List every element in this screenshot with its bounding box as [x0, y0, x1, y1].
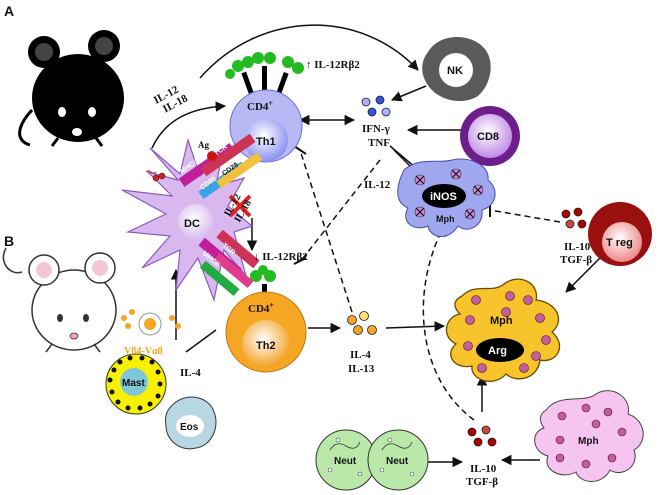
white-mouse-icon — [2, 247, 117, 353]
cd4-th1-label: CD4+ — [247, 99, 273, 114]
il10-tgfb-right-cytokines — [561, 207, 587, 229]
eos-label: Eos — [180, 422, 199, 433]
neut-label-2: Neut — [386, 456, 409, 467]
ag-label: Ag — [198, 140, 209, 150]
synapse-top: MHCII TCR CD80 CD28 Ag — [178, 133, 263, 200]
ifn-line: IFN-γ — [362, 123, 390, 135]
il12rb2-up-label: ↑ IL-12Rβ2 — [306, 59, 360, 71]
m1-macrophage: iNOS Mph — [397, 158, 496, 237]
panel-label-a: A — [4, 3, 14, 19]
il4-line: IL-4 — [350, 349, 371, 361]
th2-cell: CD4+ Th2 — [225, 265, 307, 373]
nk-label: NK — [447, 65, 463, 77]
il12rb2-down-label: ↓ IL-12Rβ2 — [254, 251, 308, 263]
vb4-va8-cells — [121, 309, 181, 336]
il12-mid-label: IL-12 — [364, 179, 391, 191]
il10-tgfb-right-label: IL-10 TGF-β — [560, 241, 593, 266]
th1-label: Th1 — [256, 136, 276, 148]
nk-cell: NK — [422, 36, 491, 102]
il10-bottom-line: IL-10 — [470, 463, 497, 475]
dc-label: DC — [184, 218, 200, 230]
il10-right-line: IL-10 — [564, 241, 591, 253]
synapse-bottom: MHCII TCR CD86 — [198, 229, 260, 296]
blocked-x-icon — [228, 194, 252, 218]
vb4-va8-label: Vβ4-Vα8 — [124, 346, 163, 357]
treg-cell: T reg — [588, 202, 652, 266]
bottom-macrophage: Mph — [534, 390, 644, 482]
cd8-cell: CD8 — [460, 106, 520, 166]
black-mouse-icon — [18, 30, 124, 147]
mph-m2-label: Mph — [490, 315, 513, 327]
il12-il18-label: IL-12 IL-18 — [152, 82, 190, 118]
il4-il13-cytokines — [347, 311, 377, 335]
il10-tgfb-bottom-cytokines — [467, 425, 497, 447]
cd4-th2-label: CD4+ — [248, 301, 274, 316]
connectors — [151, 24, 609, 468]
il10-tgfb-bottom-label: IL-10 TGF-β — [466, 463, 499, 488]
tgfb-bottom-line: TGF-β — [466, 476, 498, 488]
ifn-tnf-cytokines — [361, 95, 391, 117]
panel-label-b: B — [4, 233, 14, 249]
tnf-line: TNF — [368, 137, 390, 149]
th2-label: Th2 — [256, 340, 276, 352]
treg-label: T reg — [606, 237, 633, 249]
mph-m1-label: Mph — [436, 214, 455, 224]
neut-label-1: Neut — [334, 456, 357, 467]
il4-left-label: IL-4 — [180, 367, 201, 379]
arg-label: Arg — [488, 345, 507, 357]
neutrophil-cells: Neut Neut — [315, 429, 429, 491]
inos-label: iNOS — [430, 191, 457, 203]
tgfb-right-line: TGF-β — [560, 254, 592, 266]
mast-cell: Mast — [105, 353, 167, 415]
cd8-label: CD8 — [477, 131, 499, 143]
mast-label: Mast — [122, 378, 145, 389]
m2-macrophage: Mph Arg — [445, 278, 561, 382]
il4-il13-label: IL-4 IL-13 — [348, 349, 375, 375]
mph-bottom-label: Mph — [578, 436, 599, 447]
eosinophil-cell: Eos — [165, 396, 217, 450]
ifn-tnf-label: IFN-γ TNF — [362, 123, 393, 149]
il13-line: IL-13 — [348, 363, 375, 375]
